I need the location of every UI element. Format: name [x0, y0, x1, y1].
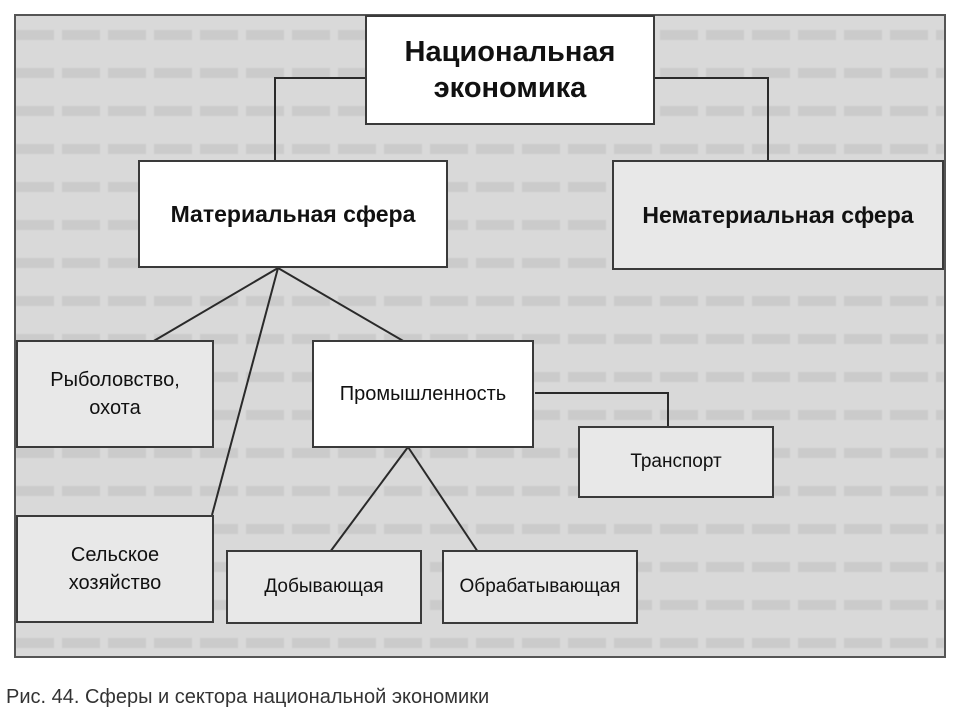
industry-node: Промышленность — [312, 340, 534, 448]
background-texture-line — [16, 524, 944, 534]
transport-label: Транспорт — [630, 451, 722, 472]
manufacturing-label: Обрабатывающая — [459, 576, 621, 597]
root-node-label: Национальная экономика — [404, 36, 616, 104]
background-texture-line — [16, 334, 944, 344]
nonmaterial-sphere-node: Нематериальная сфера — [612, 160, 944, 270]
link-industry-extractive — [329, 446, 409, 553]
root-node: Национальная экономика — [365, 15, 655, 125]
background-texture-line — [16, 638, 944, 648]
background-texture-line — [16, 448, 944, 458]
extractive-label: Добывающая — [264, 576, 384, 597]
link-root-material — [274, 77, 365, 162]
agriculture-node: Сельское хозяйство — [16, 515, 214, 623]
fishing-hunting-label: Рыболовство, охота — [50, 369, 180, 419]
link-material-fishing — [151, 267, 279, 343]
figure-caption: Рис. 44. Сферы и сектора национальной эк… — [6, 686, 490, 708]
industry-label: Промышленность — [339, 382, 507, 405]
material-sphere-label: Материальная сфера — [170, 200, 416, 227]
background-texture-line — [16, 296, 944, 306]
background-texture-line — [16, 486, 944, 496]
fishing-hunting-node: Рыболовство, охота — [16, 340, 214, 448]
link-industry-manufacturing — [407, 446, 479, 553]
material-sphere-node: Материальная сфера — [138, 160, 448, 268]
background-texture-line — [16, 220, 944, 230]
link-material-agriculture — [211, 267, 279, 516]
manufacturing-node: Обрабатывающая — [442, 550, 638, 624]
background-texture-line — [16, 144, 944, 154]
background-texture-line — [16, 182, 944, 192]
link-root-nonmaterial — [655, 77, 769, 162]
extractive-node: Добывающая — [226, 550, 422, 624]
transport-node: Транспорт — [578, 426, 774, 498]
link-industry-transport — [535, 392, 669, 426]
background-texture-line — [16, 258, 944, 268]
link-material-industry — [277, 267, 406, 343]
agriculture-label: Сельское хозяйство — [68, 544, 162, 594]
nonmaterial-sphere-label: Нематериальная сфера — [642, 201, 914, 228]
